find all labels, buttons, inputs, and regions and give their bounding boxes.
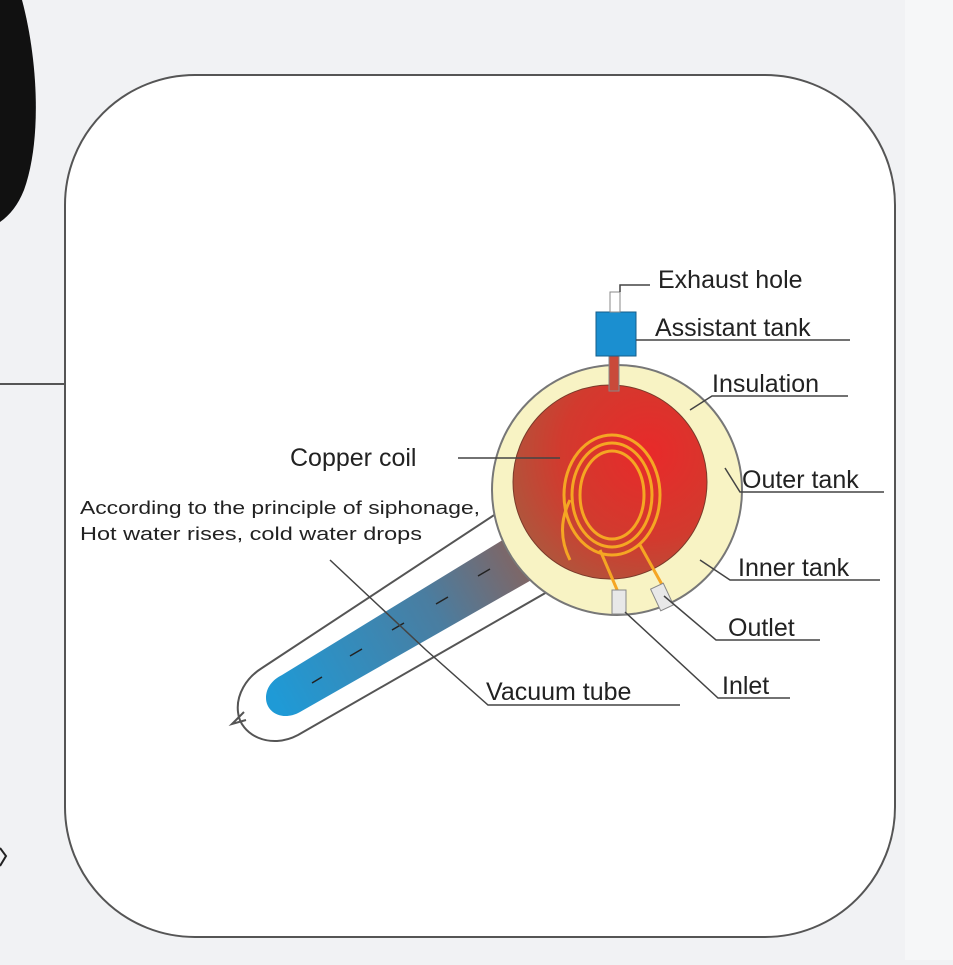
outlet-pipe <box>649 582 675 612</box>
label-inner-tank: Inner tank <box>738 554 850 582</box>
leader-lines <box>329 284 884 706</box>
note-line-1: According to the principle of siphonage, <box>80 498 480 518</box>
label-inlet: Inlet <box>722 672 769 700</box>
inner-tank <box>512 384 708 580</box>
label-copper-coil: Copper coil <box>290 444 416 472</box>
assistant-tank-box <box>595 311 637 357</box>
label-exhaust-hole: Exhaust hole <box>658 266 803 294</box>
label-insulation: Insulation <box>712 370 819 398</box>
label-outer-tank: Outer tank <box>742 466 859 494</box>
cropped-mark <box>0 847 8 867</box>
right-margin-panel <box>905 0 953 960</box>
exhaust-pipe <box>609 291 621 313</box>
tube-water <box>266 522 556 717</box>
label-assistant-tank: Assistant tank <box>655 314 811 342</box>
note-line-2: Hot water rises, cold water drops <box>80 524 422 544</box>
copper-coil <box>561 433 667 593</box>
assistant-pipe <box>608 354 620 392</box>
label-outlet: Outlet <box>728 614 795 642</box>
tube-tip <box>228 711 247 727</box>
inlet-pipe <box>611 589 627 615</box>
cropped-dark-shape <box>0 0 36 222</box>
label-vacuum-tube: Vacuum tube <box>486 678 631 706</box>
vacuum-tube <box>228 496 570 742</box>
